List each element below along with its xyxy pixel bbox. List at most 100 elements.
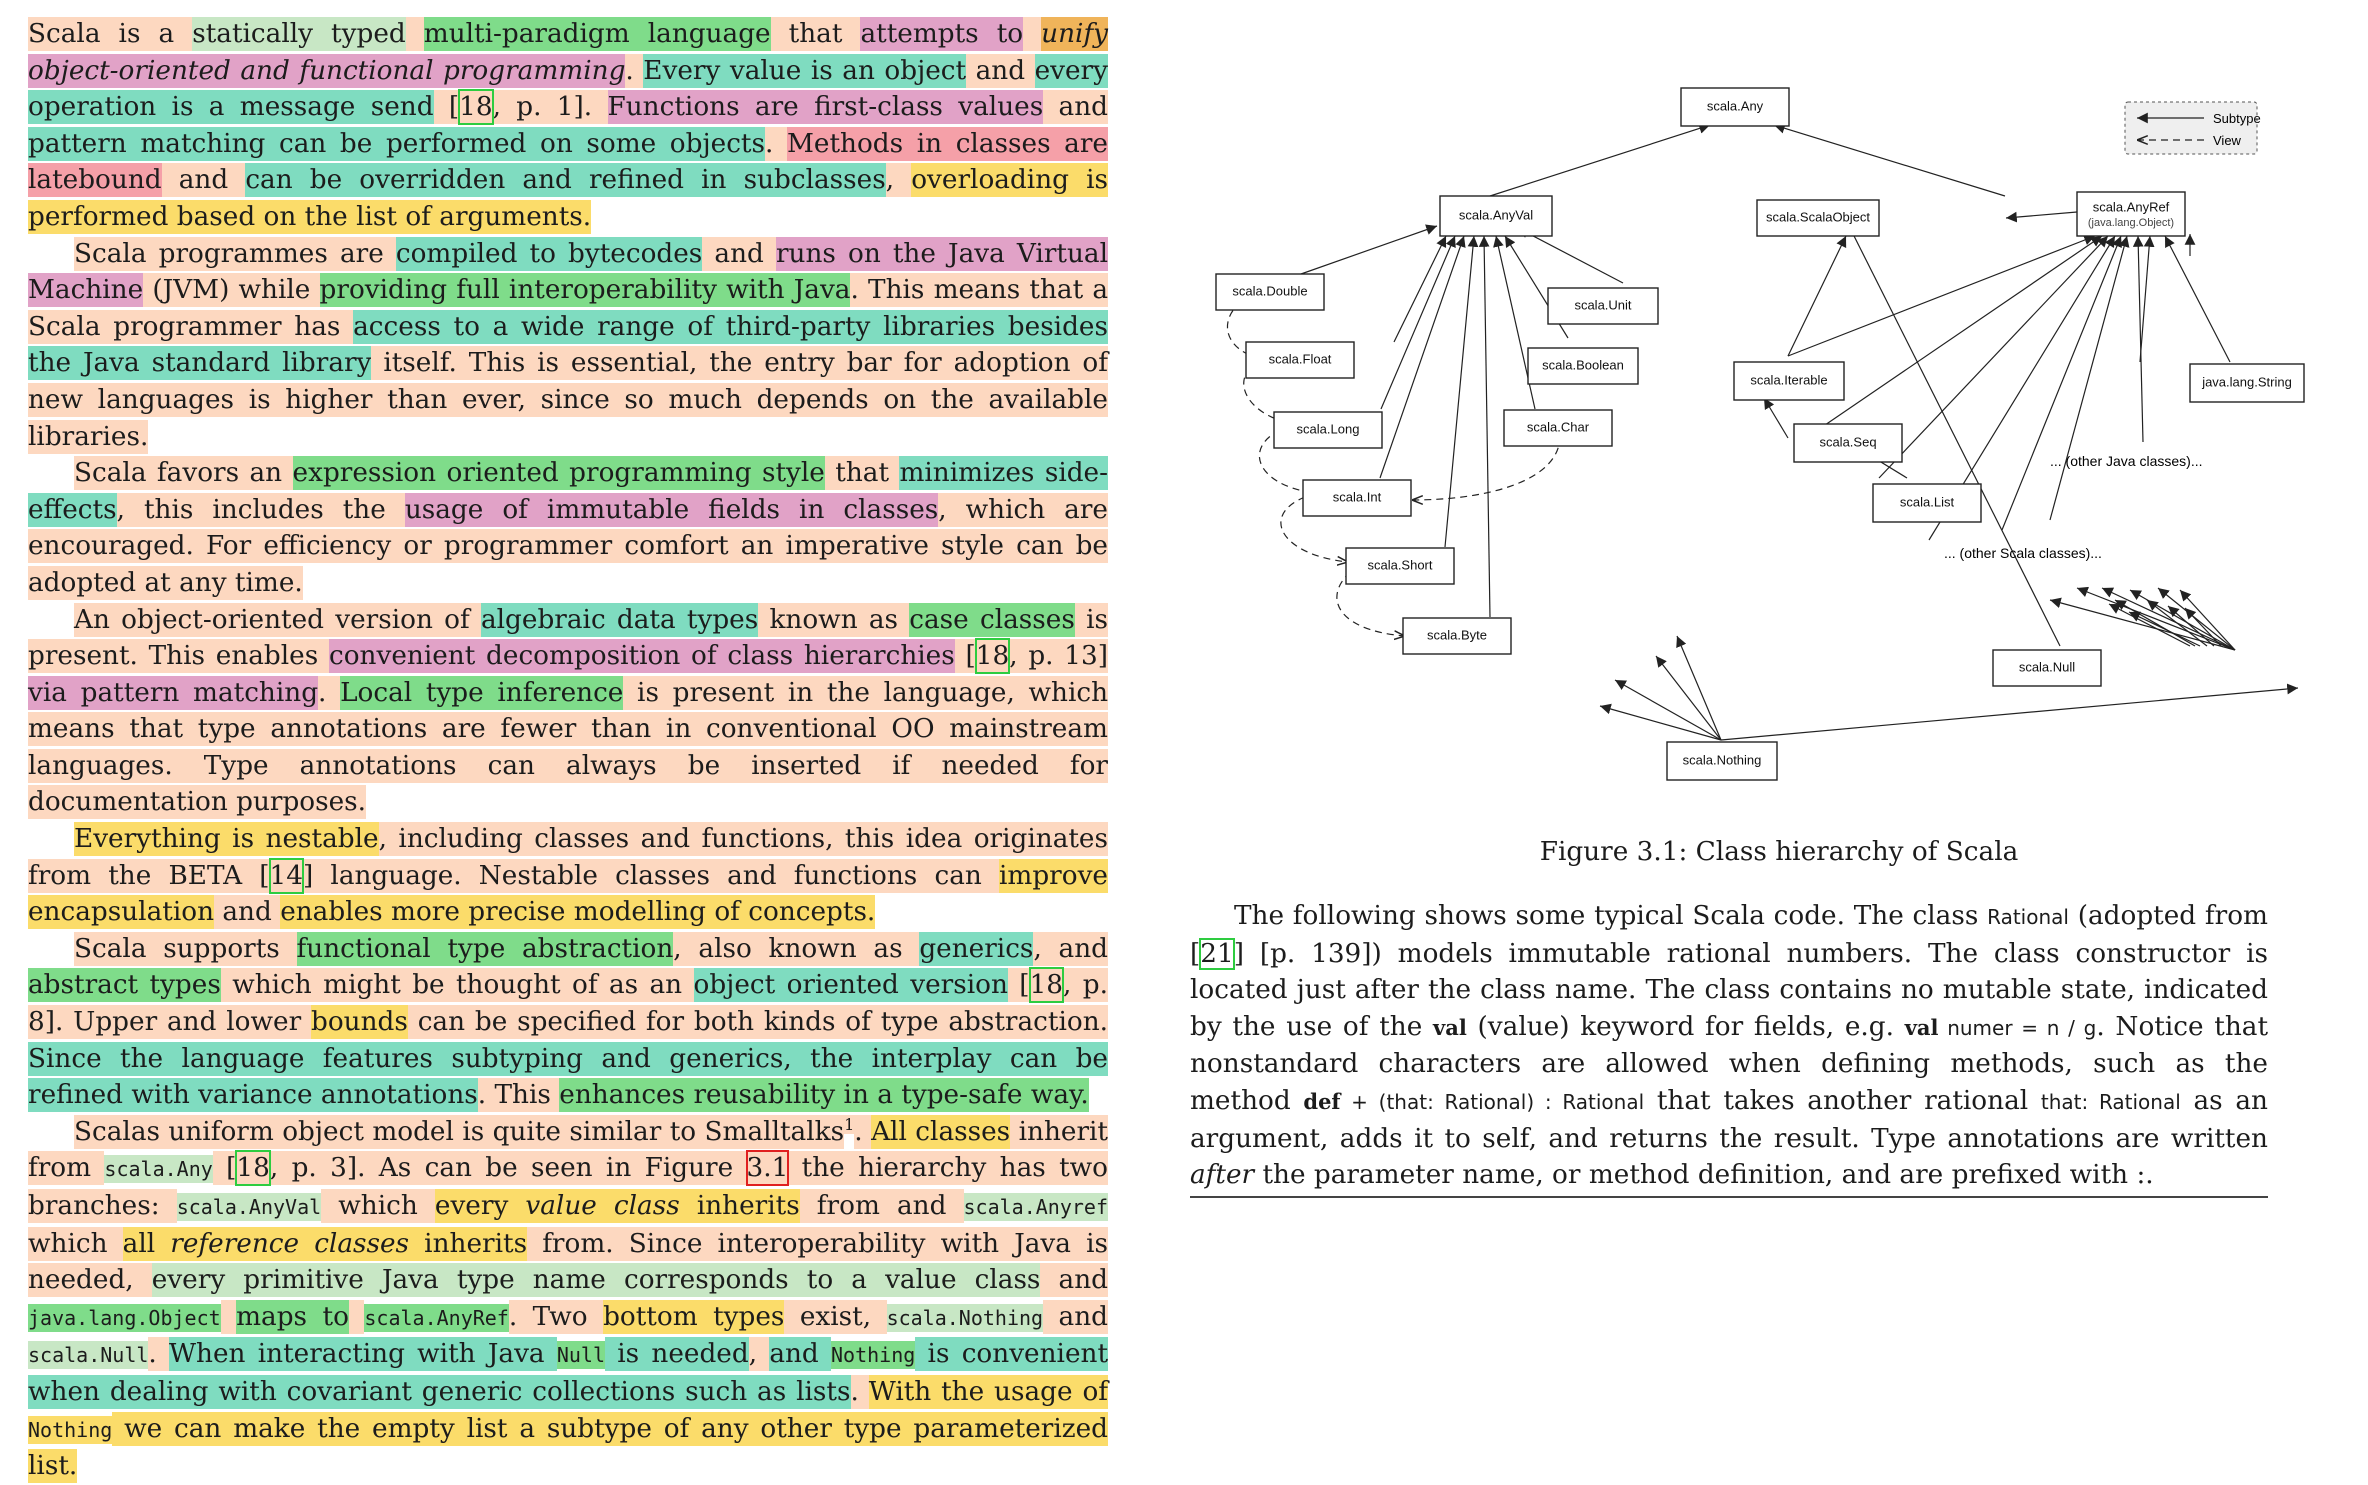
- citation-link[interactable]: 18: [1028, 967, 1065, 1004]
- text-run: An object-oriented version of: [74, 602, 481, 637]
- node-scala-anyref: scala.AnyRef (java.lang.Object): [2076, 191, 2186, 237]
- node-label: scala.AnyRef: [2093, 199, 2170, 214]
- citation-link[interactable]: 18: [458, 89, 494, 126]
- text-run: Functions are first-class values: [607, 90, 1044, 125]
- text-run: , this includes the: [116, 492, 405, 527]
- citation-link[interactable]: 18: [235, 1150, 271, 1187]
- text-run: numer = n / g: [1938, 1015, 2097, 1040]
- text-run: Rational: [1987, 905, 2069, 929]
- text-run: , p. 3]. As can be seen in Figure: [269, 1151, 747, 1186]
- node-scala-float: scala.Float: [1245, 341, 1355, 379]
- node-label: scala.Short: [1367, 557, 1432, 572]
- text-run: [1023, 17, 1042, 51]
- text-run: scala.AnyVal: [176, 1193, 322, 1221]
- text-run: scala.Anyref: [963, 1193, 1108, 1221]
- text-run: that: Rational: [2040, 1089, 2181, 1114]
- text-run: ] [p. 139]) models immutable rational nu…: [1190, 938, 2268, 1042]
- node-scala-int: scala.Int: [1302, 479, 1412, 517]
- text-run: Everything is nestable: [74, 822, 379, 857]
- text-run: object-oriented and functional programmi…: [28, 53, 626, 88]
- text-run: enhances reusability in a type-safe way.: [559, 1078, 1089, 1113]
- text-run: the parameter name, or method definition…: [1254, 1160, 2154, 1191]
- text-run: every primitive Java type name correspon…: [151, 1263, 1041, 1298]
- node-scala-anyval: scala.AnyVal: [1439, 195, 1553, 237]
- text-run: Every value is an object: [643, 53, 967, 88]
- text-run: + (that: Rational) : Rational: [1340, 1089, 1645, 1114]
- text-run: .: [850, 1374, 869, 1409]
- text-run: scala.Nothing: [886, 1303, 1044, 1332]
- text-run: is needed: [605, 1337, 749, 1372]
- text-run: java.lang.Object: [28, 1303, 221, 1332]
- citation-link[interactable]: 18: [974, 638, 1011, 675]
- text-run: 1: [844, 1115, 855, 1135]
- footnote-rule: [1190, 1196, 2268, 1198]
- node-scala-any: scala.Any: [1680, 87, 1790, 127]
- node-label: scala.Byte: [1427, 627, 1487, 642]
- citation-link[interactable]: 21: [1199, 937, 1235, 970]
- text-run: all: [122, 1226, 171, 1261]
- text-run: and: [702, 236, 776, 271]
- paragraph-4: An object-oriented version of algebraic …: [28, 602, 1109, 822]
- text-run: can be overridden and refined in subclas…: [245, 163, 886, 198]
- text-run: (JVM) while: [143, 273, 320, 308]
- text-run: val: [1433, 1014, 1467, 1040]
- other-scala-classes-label: ... (other Scala classes)...: [1944, 545, 2102, 561]
- paragraph-1: Scala is a statically typed multi-paradi…: [28, 16, 1109, 236]
- text-run: reference classes: [170, 1226, 410, 1261]
- text-run: , p. 1].: [492, 90, 608, 125]
- text-run: [: [433, 90, 460, 125]
- node-scala-boolean: scala.Boolean: [1527, 347, 1639, 385]
- text-run: which: [28, 1226, 123, 1261]
- node-label: scala.Nothing: [1683, 752, 1762, 767]
- node-scala-long: scala.Long: [1273, 411, 1383, 449]
- text-run: generics: [919, 931, 1034, 966]
- text-run: scala.AnyRef: [364, 1303, 509, 1332]
- text-run: val: [1904, 1014, 1939, 1040]
- text-run: attempts to: [860, 17, 1024, 51]
- text-run: as an argument, adds it to self, and ret…: [1190, 1085, 2268, 1154]
- right-body-text: The following shows some typical Scala c…: [1190, 898, 2268, 1194]
- node-label: scala.Iterable: [1750, 372, 1827, 387]
- text-run: every: [434, 1189, 526, 1223]
- text-run: Nothing: [831, 1341, 916, 1370]
- node-scala-scalaobject: scala.ScalaObject: [1756, 199, 1880, 237]
- node-label: scala.List: [1900, 494, 1955, 509]
- text-run: Scala programmes are: [74, 236, 396, 271]
- text-run: which might be thought of as an: [220, 968, 694, 1003]
- paragraph-rational: The following shows some typical Scala c…: [1190, 898, 2268, 1194]
- text-run: inherits: [679, 1189, 800, 1223]
- text-run: that: [824, 456, 900, 491]
- citation-link[interactable]: 14: [268, 857, 304, 894]
- node-label: scala.Null: [2019, 659, 2075, 674]
- text-run: def: [1303, 1088, 1341, 1114]
- text-run: and: [214, 895, 281, 930]
- text-run: compiled to bytecodes: [395, 236, 703, 271]
- text-run: Null: [556, 1341, 606, 1370]
- text-run: The following shows some typical Scala c…: [1234, 901, 1988, 931]
- other-java-classes-label: ... (other Java classes)...: [2050, 453, 2203, 469]
- text-run: and: [1043, 90, 1108, 125]
- node-scala-unit: scala.Unit: [1547, 287, 1659, 325]
- paragraph-7: Scalas uniform object model is quite sim…: [28, 1114, 1109, 1485]
- text-run: When interacting with Java: [169, 1337, 557, 1372]
- text-run: Scala supports: [74, 931, 297, 966]
- left-column: Scala is a statically typed multi-paradi…: [28, 16, 1109, 1485]
- citation-link[interactable]: 3.1: [745, 1150, 790, 1187]
- text-run: algebraic data types: [480, 602, 759, 637]
- node-scala-seq: scala.Seq: [1793, 423, 1903, 463]
- node-label: scala.Char: [1527, 419, 1590, 434]
- text-run: unify: [1041, 17, 1109, 51]
- text-run: .: [854, 1114, 872, 1149]
- text-run: (adopted from [: [1190, 901, 2268, 969]
- text-run: bounds: [310, 1005, 408, 1040]
- paragraph-6: Scala supports functional type abstracti…: [28, 931, 1109, 1114]
- node-label: scala.Float: [1269, 351, 1332, 366]
- text-run: that: [770, 17, 861, 51]
- node-sublabel: (java.lang.Object): [2088, 217, 2174, 229]
- text-run: convenient decomposition of class hierar…: [328, 639, 955, 674]
- text-run: Scala is a: [28, 17, 193, 51]
- node-scala-byte: scala.Byte: [1402, 617, 1512, 655]
- text-run: and: [769, 1337, 832, 1372]
- text-run: case classes: [909, 602, 1075, 637]
- legend-subtype-label: Subtype: [2213, 111, 2261, 126]
